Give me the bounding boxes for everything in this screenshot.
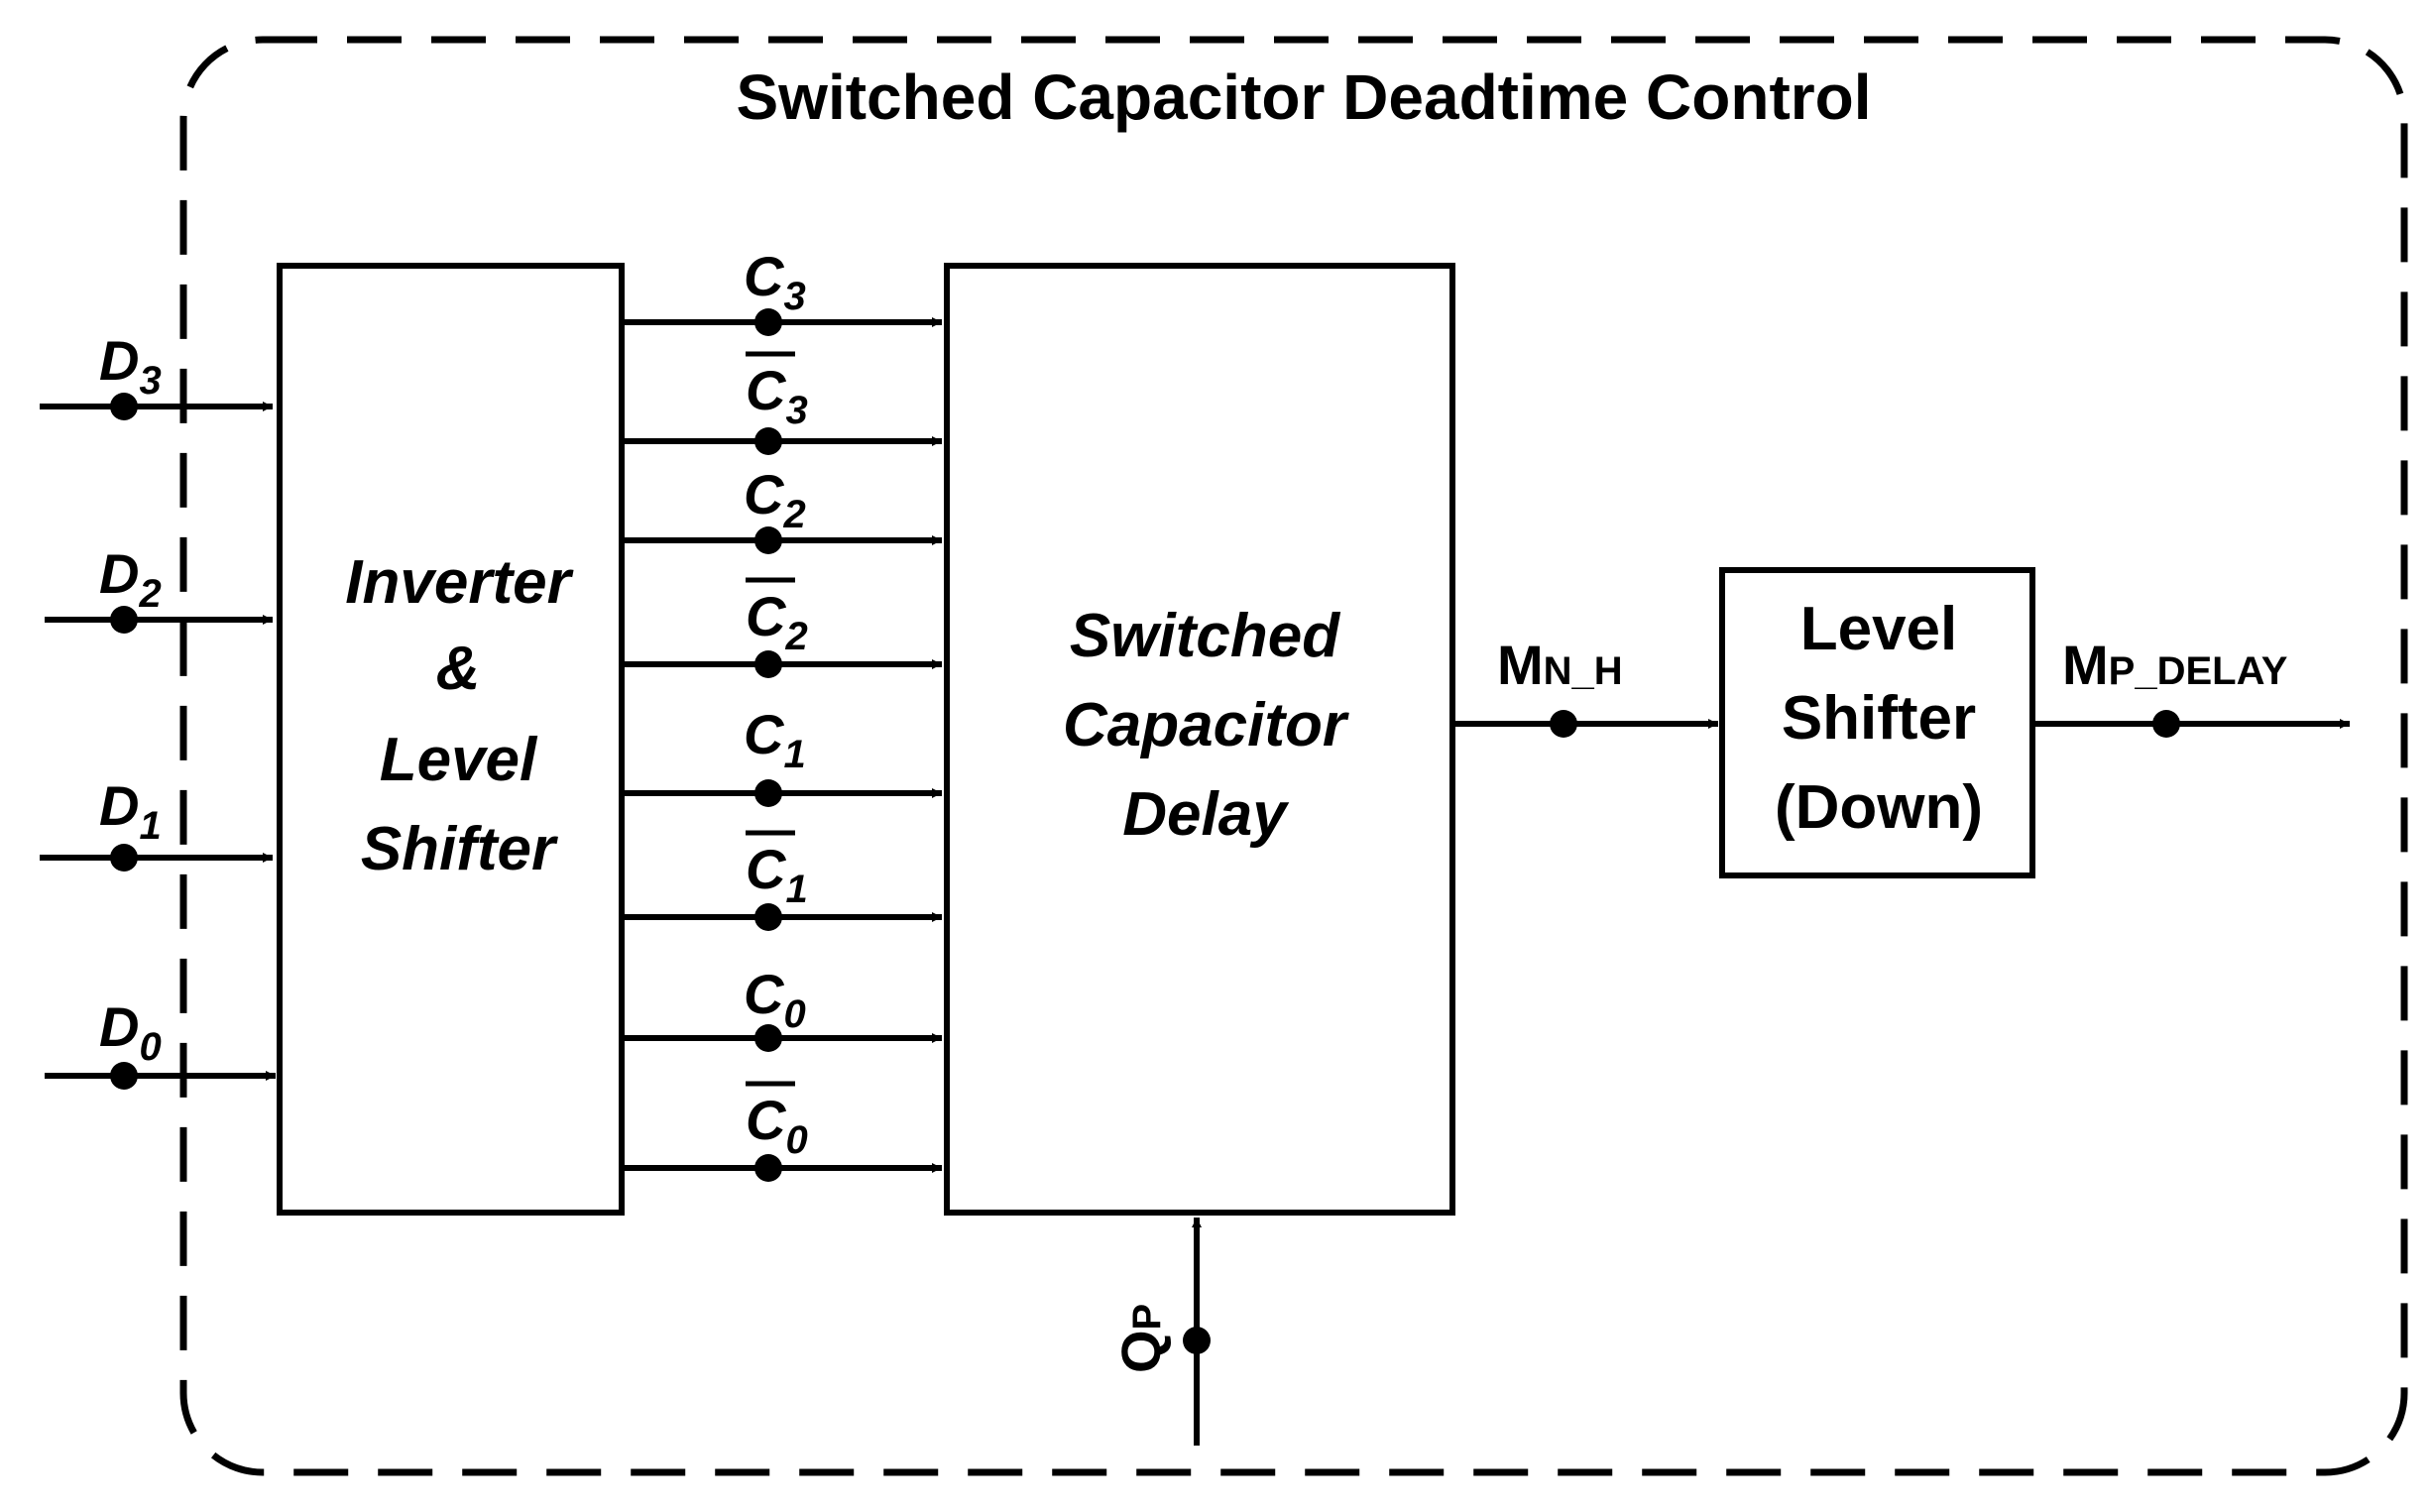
delay-block-label: Switched Capacitor Delay — [1063, 602, 1349, 849]
level-shifter-label-line: (Down) — [1775, 773, 1983, 842]
deadtime-control-boundary — [179, 36, 2408, 1476]
signal-mnh: MN_H — [1455, 634, 1718, 738]
junction-dot — [754, 779, 782, 807]
junction-dot — [1183, 1327, 1211, 1354]
junction-dot — [110, 606, 138, 634]
input-d3: D3 — [40, 329, 273, 420]
signal-label-c3-bar: C3 — [746, 359, 808, 432]
delay-label-line: Capacitor — [1063, 691, 1349, 759]
signal-label-c0: C0 — [744, 963, 806, 1036]
input-d0: D0 — [45, 995, 276, 1090]
junction-dot — [754, 650, 782, 678]
level-shifter-label-line: Level — [1800, 595, 1958, 663]
junction-dot — [110, 844, 138, 872]
signal-c3-bar: C3 — [625, 351, 942, 455]
signal-label-d3: D3 — [99, 329, 162, 403]
signal-label-c2-bar: C2 — [746, 585, 808, 658]
signal-label-mnh: MN_H — [1497, 634, 1623, 696]
signal-label-mpdelay: MP_DELAY — [2062, 634, 2288, 696]
junction-dot — [754, 526, 782, 554]
level-shifter-down-label: Level Shifter (Down) — [1775, 595, 1983, 842]
inverter-label-line: Level — [380, 726, 538, 794]
junction-dot — [110, 393, 138, 420]
signal-c1-bar: C1 — [625, 830, 942, 931]
level-shifter-down-block — [1719, 567, 2035, 878]
signal-c2-bar: C2 — [625, 577, 942, 678]
junction-dot — [754, 903, 782, 931]
signal-label-c0-bar: C0 — [746, 1089, 808, 1162]
inverter-label-line: Shifter — [361, 815, 558, 883]
delay-label-line: Delay — [1122, 780, 1290, 849]
signal-label-c2: C2 — [744, 463, 806, 536]
signal-c0-bar: C0 — [625, 1081, 942, 1182]
junction-dot — [754, 1154, 782, 1182]
signal-label-c1: C1 — [744, 703, 806, 776]
inverter-label-line: & — [436, 635, 481, 703]
junction-dot — [1550, 710, 1577, 738]
junction-dot — [754, 308, 782, 336]
input-d2: D2 — [45, 542, 273, 634]
inverter-level-shifter-block — [277, 263, 625, 1216]
signal-c2: C2 — [625, 463, 942, 554]
junction-dot — [2152, 710, 2180, 738]
signal-c3: C3 — [625, 245, 942, 336]
inverter-label-line: Inverter — [345, 548, 573, 617]
inverter-block-label: Inverter & Level Shifter — [345, 548, 573, 883]
signal-label-d2: D2 — [99, 542, 162, 616]
input-d1: D1 — [40, 774, 273, 872]
signal-label-c1-bar: C1 — [746, 838, 808, 911]
signal-label-c3: C3 — [744, 245, 806, 318]
signal-label-d1: D1 — [99, 774, 162, 848]
signal-c1: C1 — [625, 703, 942, 807]
delay-label-line: Switched — [1070, 602, 1340, 670]
diagram-title: Switched Capacitor Deadtime Control — [736, 61, 1871, 133]
switched-capacitor-delay-block — [944, 263, 1455, 1216]
signal-mpdelay: MP_DELAY — [2034, 634, 2350, 738]
signal-label-qp: QP — [1109, 1304, 1172, 1373]
signal-c0: C0 — [625, 963, 942, 1052]
level-shifter-label-line: Shifter — [1782, 684, 1976, 753]
signal-qp: QP — [1109, 1218, 1211, 1446]
signal-label-d0: D0 — [99, 995, 162, 1069]
junction-dot — [110, 1062, 138, 1090]
junction-dot — [754, 427, 782, 455]
junction-dot — [754, 1024, 782, 1052]
